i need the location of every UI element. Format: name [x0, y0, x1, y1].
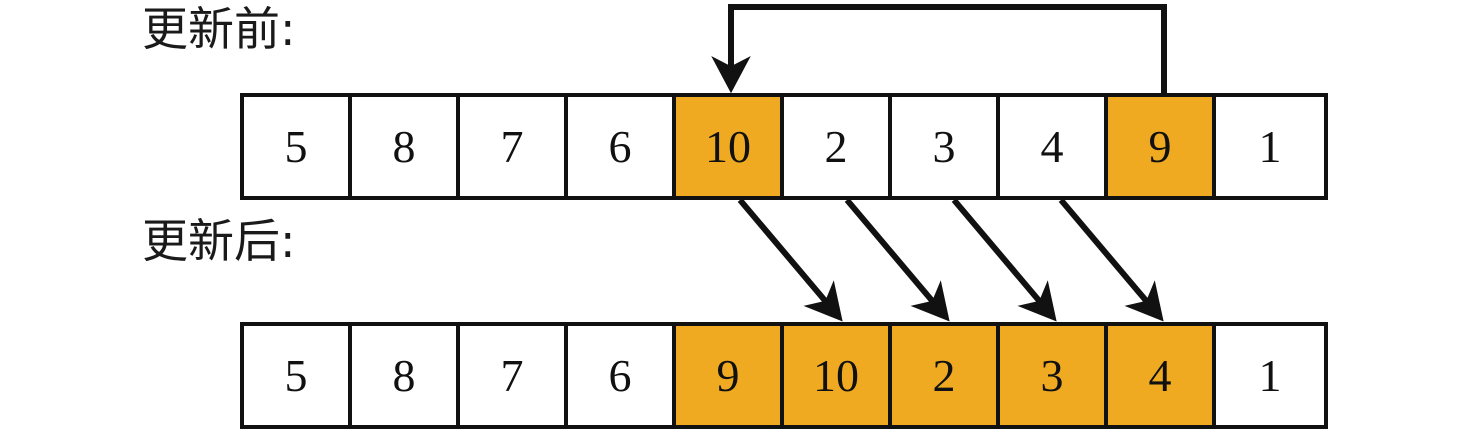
array-cell: 4 — [1000, 97, 1108, 196]
array-cell: 2 — [784, 97, 892, 196]
array-cell: 4 — [1108, 326, 1216, 425]
array-cell: 2 — [892, 326, 1000, 425]
array-cell: 7 — [460, 326, 568, 425]
array-cell: 3 — [1000, 326, 1108, 425]
diagonal-arrow-shift-4 — [1058, 198, 1164, 322]
array-cell: 10 — [676, 97, 784, 196]
diagonal-arrow-shift-10 — [737, 198, 843, 322]
array-cell: 9 — [1108, 97, 1216, 196]
array-cell: 5 — [244, 326, 352, 425]
array-cell: 9 — [676, 326, 784, 425]
array-cell: 6 — [568, 326, 676, 425]
array-cell: 8 — [352, 326, 460, 425]
array-cell: 10 — [784, 326, 892, 425]
array-cell: 3 — [892, 97, 1000, 196]
array-cell: 7 — [460, 97, 568, 196]
array-cell: 1 — [1216, 97, 1324, 196]
elbow-arrow-move-9 — [711, 4, 1167, 95]
diagonal-arrow-shift-2 — [844, 198, 950, 322]
array-cell: 1 — [1216, 326, 1324, 425]
array-cell: 5 — [244, 97, 352, 196]
diagonal-arrow-shift-3 — [951, 198, 1057, 322]
label-before: 更新前: — [142, 2, 296, 56]
label-after: 更新后: — [142, 214, 296, 268]
array-cell: 8 — [352, 97, 460, 196]
array-cell: 6 — [568, 97, 676, 196]
